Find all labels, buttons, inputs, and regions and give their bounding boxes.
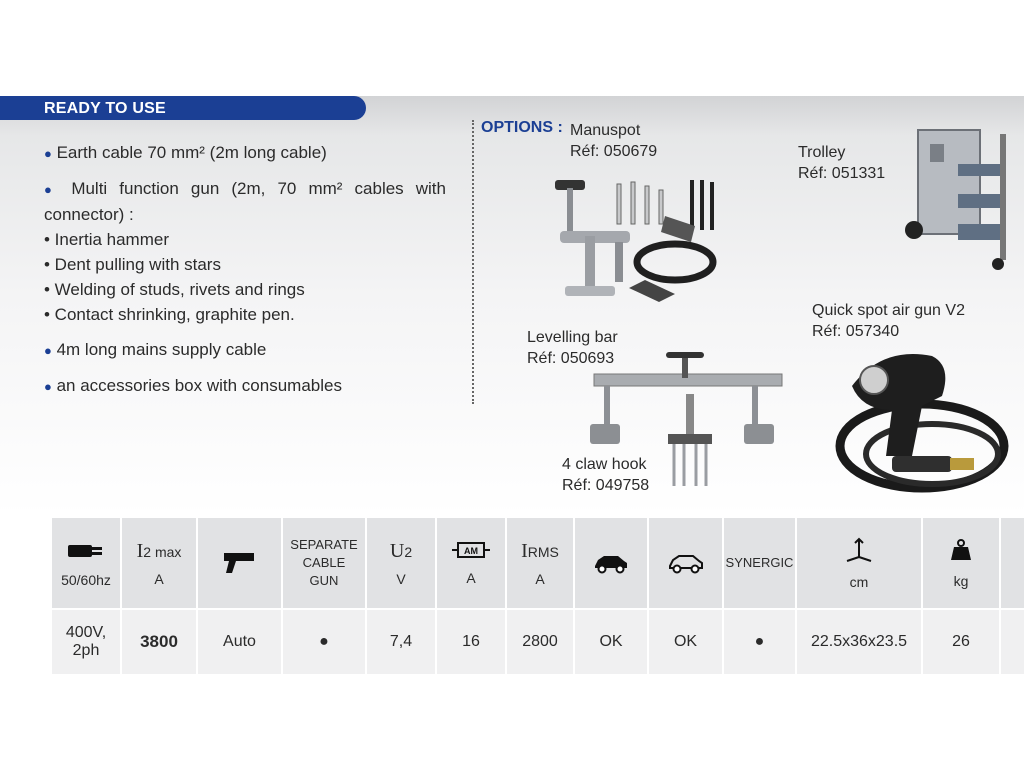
bullet-icon: ● — [44, 379, 52, 394]
header-u2: U2 V — [365, 518, 436, 609]
option-manuspot: Manuspot Réf: 050679 — [570, 120, 657, 162]
header-plug: 50/60hz — [50, 518, 121, 609]
levelling-bar-image — [590, 352, 783, 444]
option-levelling-bar: Levelling bar Réf: 050693 — [527, 327, 618, 369]
options-label: OPTIONS : — [481, 119, 563, 136]
spacer-cell — [0, 518, 51, 609]
dimensions-icon — [846, 537, 872, 562]
value-car-outline: OK — [647, 608, 723, 674]
bullet-icon: ● — [44, 146, 52, 161]
value-dimensions: 22.5x36x23.5 — [795, 608, 922, 674]
dotted-divider — [472, 120, 474, 404]
section-title: READY TO USE — [44, 100, 166, 117]
spacer-cell — [0, 608, 51, 674]
content-panel — [0, 96, 1024, 518]
option-ref: Réf: 051331 — [798, 165, 886, 182]
option-airgun: Quick spot air gun V2 Réf: 057340 — [812, 300, 965, 342]
claw-hook-image — [668, 394, 712, 486]
feature-item: ● Earth cable 70 mm² (2m long cable) — [44, 143, 327, 162]
option-name: Quick spot air gun V2 — [812, 302, 965, 319]
header-car-steel — [573, 518, 648, 609]
option-ref: Réf: 049758 — [562, 477, 650, 494]
feature-subitem: • Inertia hammer — [44, 230, 169, 249]
option-ref: Réf: 050693 — [527, 350, 615, 367]
option-name: Manuspot — [570, 122, 641, 139]
header-irms: IRMS A — [505, 518, 574, 609]
gun-icon — [223, 552, 254, 573]
value-power: 400V, 2ph — [50, 608, 121, 674]
edge-cell — [999, 518, 1024, 609]
value-irms: 2800 — [505, 608, 574, 674]
feature-item: ● 4m long mains supply cable — [44, 340, 267, 359]
header-i2max: I2 max A — [120, 518, 197, 609]
feature-subitem: • Dent pulling with stars — [44, 255, 221, 274]
header-weight: kg — [921, 518, 1000, 609]
value-gun: Auto — [196, 608, 282, 674]
bullet-icon: ● — [44, 343, 52, 358]
spec-header-row: 50/60hz I2 max A SEPARATE CABLE GUN U2 V… — [0, 518, 1024, 609]
plug-icon — [68, 544, 102, 557]
header-separate-cable-gun: SEPARATE CABLE GUN — [281, 518, 366, 609]
option-name: 4 claw hook — [562, 456, 647, 473]
value-car-steel: OK — [573, 608, 648, 674]
trolley-image — [905, 129, 1006, 270]
value-u2: 7,4 — [365, 608, 436, 674]
value-synergic: ● — [722, 608, 796, 674]
feature-item: ● an accessories box with consumables — [44, 376, 342, 395]
spec-value-row: 400V, 2ph 3800 Auto ● 7,4 16 2800 OK OK … — [0, 608, 1024, 674]
feature-subitem: • Welding of studs, rivets and rings — [44, 280, 305, 299]
spec-table: 50/60hz I2 max A SEPARATE CABLE GUN U2 V… — [0, 518, 1024, 674]
car-icon — [595, 555, 627, 573]
am-fuse-icon: AM — [452, 541, 490, 558]
feature-subitem: • Contact shrinking, graphite pen. — [44, 305, 295, 324]
manuspot-kit-image — [555, 180, 717, 302]
header-gun — [196, 518, 282, 609]
value-weight: 26 — [921, 608, 1000, 674]
option-name: Trolley — [798, 144, 846, 161]
header-car-outline — [647, 518, 723, 609]
weight-icon — [951, 538, 971, 560]
value-separate: ● — [281, 608, 366, 674]
air-gun-image — [835, 354, 1009, 493]
option-trolley: Trolley Réf: 051331 — [798, 142, 885, 184]
feature-list: ● Earth cable 70 mm² (2m long cable) ● M… — [44, 140, 446, 399]
header-dimensions: cm — [795, 518, 922, 609]
header-synergic: SYNERGIC — [722, 518, 796, 609]
feature-item: ● Multi function gun (2m, 70 mm² cables … — [44, 179, 446, 224]
option-claw-hook: 4 claw hook Réf: 049758 — [562, 454, 649, 496]
option-ref: Réf: 050679 — [570, 143, 658, 160]
option-ref: Réf: 057340 — [812, 323, 900, 340]
am-fuse-label: AM — [464, 546, 478, 556]
header-bar — [0, 96, 366, 120]
car-outline-icon — [668, 554, 703, 573]
value-am: 16 — [435, 608, 506, 674]
header-am: AM A — [435, 518, 506, 609]
option-name: Levelling bar — [527, 329, 618, 346]
edge-cell — [999, 608, 1024, 674]
bullet-icon: ● — [44, 182, 60, 197]
value-i2max: 3800 — [120, 608, 197, 674]
